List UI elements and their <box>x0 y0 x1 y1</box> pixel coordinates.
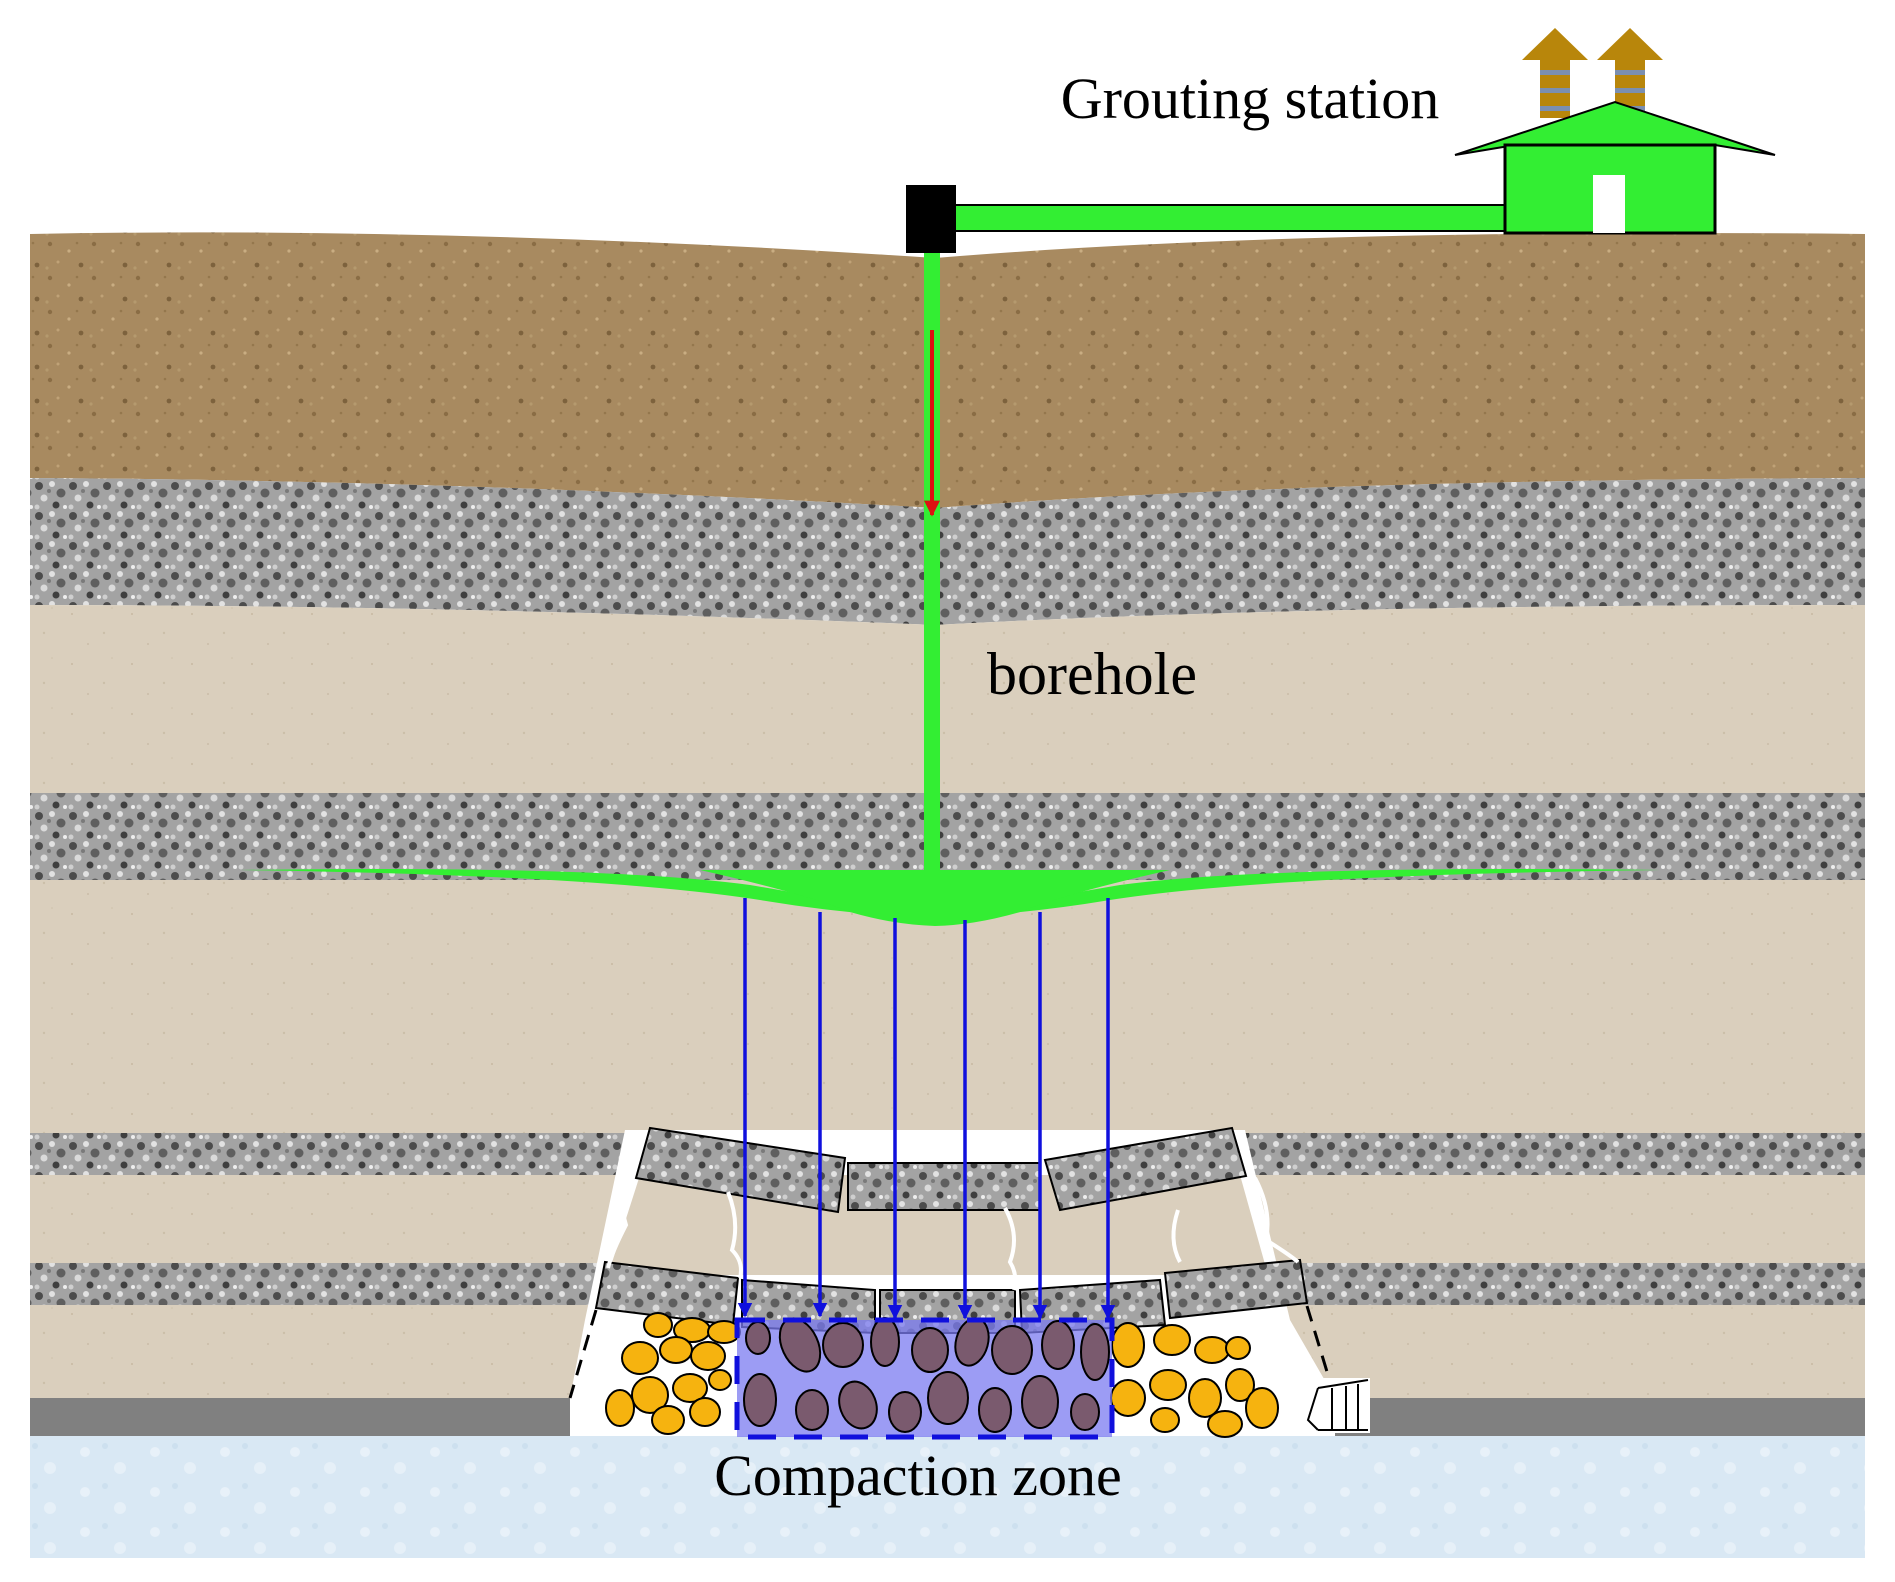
fracture-cracks <box>606 1169 1300 1291</box>
hydraulic-support-icon <box>1306 1378 1370 1433</box>
station-door <box>1593 175 1625 233</box>
grout-bulb <box>700 870 1170 926</box>
chimney-icon <box>1522 28 1663 118</box>
compaction-zone-label: Compaction zone <box>714 1443 1122 1508</box>
boulders-right <box>1110 1322 1279 1438</box>
broken-block <box>1163 1258 1309 1320</box>
borehole-label: borehole <box>987 641 1197 707</box>
broken-block <box>634 1126 847 1214</box>
topsoil-layer <box>30 232 1865 508</box>
compaction-zone-boundary <box>734 1317 1115 1440</box>
compacted-rocks <box>743 1317 1110 1433</box>
boulders-left <box>605 1312 741 1435</box>
broken-block <box>847 1162 1041 1211</box>
grout-system <box>240 185 1660 1320</box>
floor-layer <box>30 1436 1865 1558</box>
wellhead-icon <box>906 185 956 253</box>
gravel-layer-1 <box>30 478 1865 625</box>
sand-layer-1 <box>30 605 1865 793</box>
station-label: Grouting station <box>1061 66 1440 131</box>
caved-zone <box>568 1126 1370 1440</box>
supply-pipe <box>939 204 1506 232</box>
gravel-layer-2 <box>30 793 1865 880</box>
borehole-pipe <box>924 250 940 875</box>
grouting-station-icon <box>1454 28 1776 235</box>
grout-flow-arrows <box>737 898 1116 1320</box>
broken-block <box>1043 1126 1248 1212</box>
grout-spread <box>240 869 1660 918</box>
